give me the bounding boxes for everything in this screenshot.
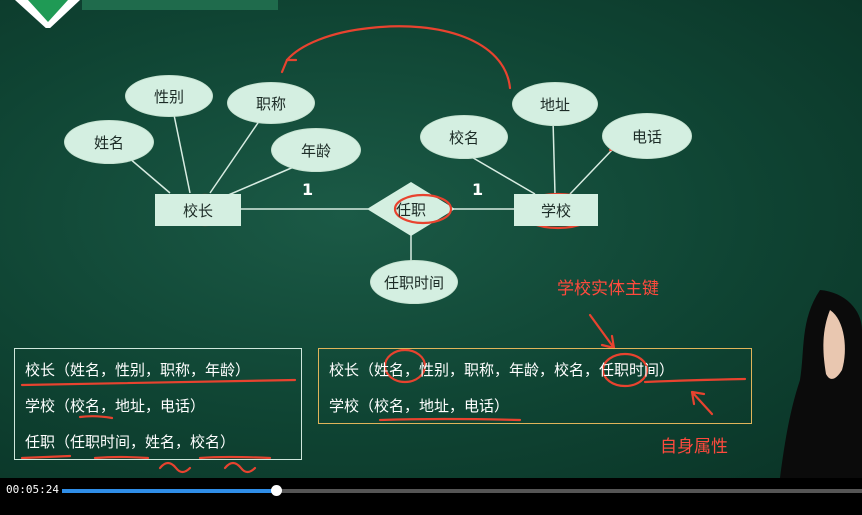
schema-row: 学校（校名，地址，电话） [25,397,206,415]
er-diagram-lines [20,25,747,474]
attr-gender: 性别 [125,75,213,117]
attr-age: 年龄 [271,128,361,172]
relation-label: 任职 [395,200,426,219]
cardinality-right: 1 [472,180,484,199]
entity-school: 学校 [514,194,598,226]
schema-row: 任职（任职时间，姓名，校名） [25,433,236,451]
cardinality-left: 1 [302,180,314,199]
progress-fill [62,489,276,493]
attr-school-name: 校名 [420,115,508,159]
attr-phone: 电话 [602,113,692,159]
attr-address: 地址 [512,82,598,126]
schema-left-box: 校长（姓名，性别，职称，年龄） 学校（校名，地址，电话） 任职（任职时间，姓名，… [14,348,302,460]
attr-tenure-time: 任职时间 [370,260,458,304]
progress-handle[interactable] [270,485,282,496]
video-controls: 00:05:24 [0,478,862,515]
annotation-primary-key: 学校实体主键 [557,279,659,299]
title-badge [15,0,278,28]
annotation-own-attr: 自身属性 [660,437,728,457]
attr-title: 职称 [227,82,315,124]
schema-row: 校长（姓名，性别，职称，年龄，校名，任职时间） [329,361,675,379]
attr-name: 姓名 [64,120,154,164]
schema-right-box: 校长（姓名，性别，职称，年龄，校名，任职时间） 学校（校名，地址，电话） [318,348,752,424]
progress-track[interactable] [62,485,862,496]
video-frame: 校长 性别 职称 姓名 年龄 任职 任职时间 1 1 学校 地址 校名 电话 校… [0,0,862,478]
schema-row: 学校（校名，地址，电话） [329,397,510,415]
current-time: 00:05:24 [6,483,59,496]
presenter-image [780,290,862,478]
schema-row: 校长（姓名，性别，职称，年龄） [25,361,251,379]
entity-principal: 校长 [155,194,241,226]
